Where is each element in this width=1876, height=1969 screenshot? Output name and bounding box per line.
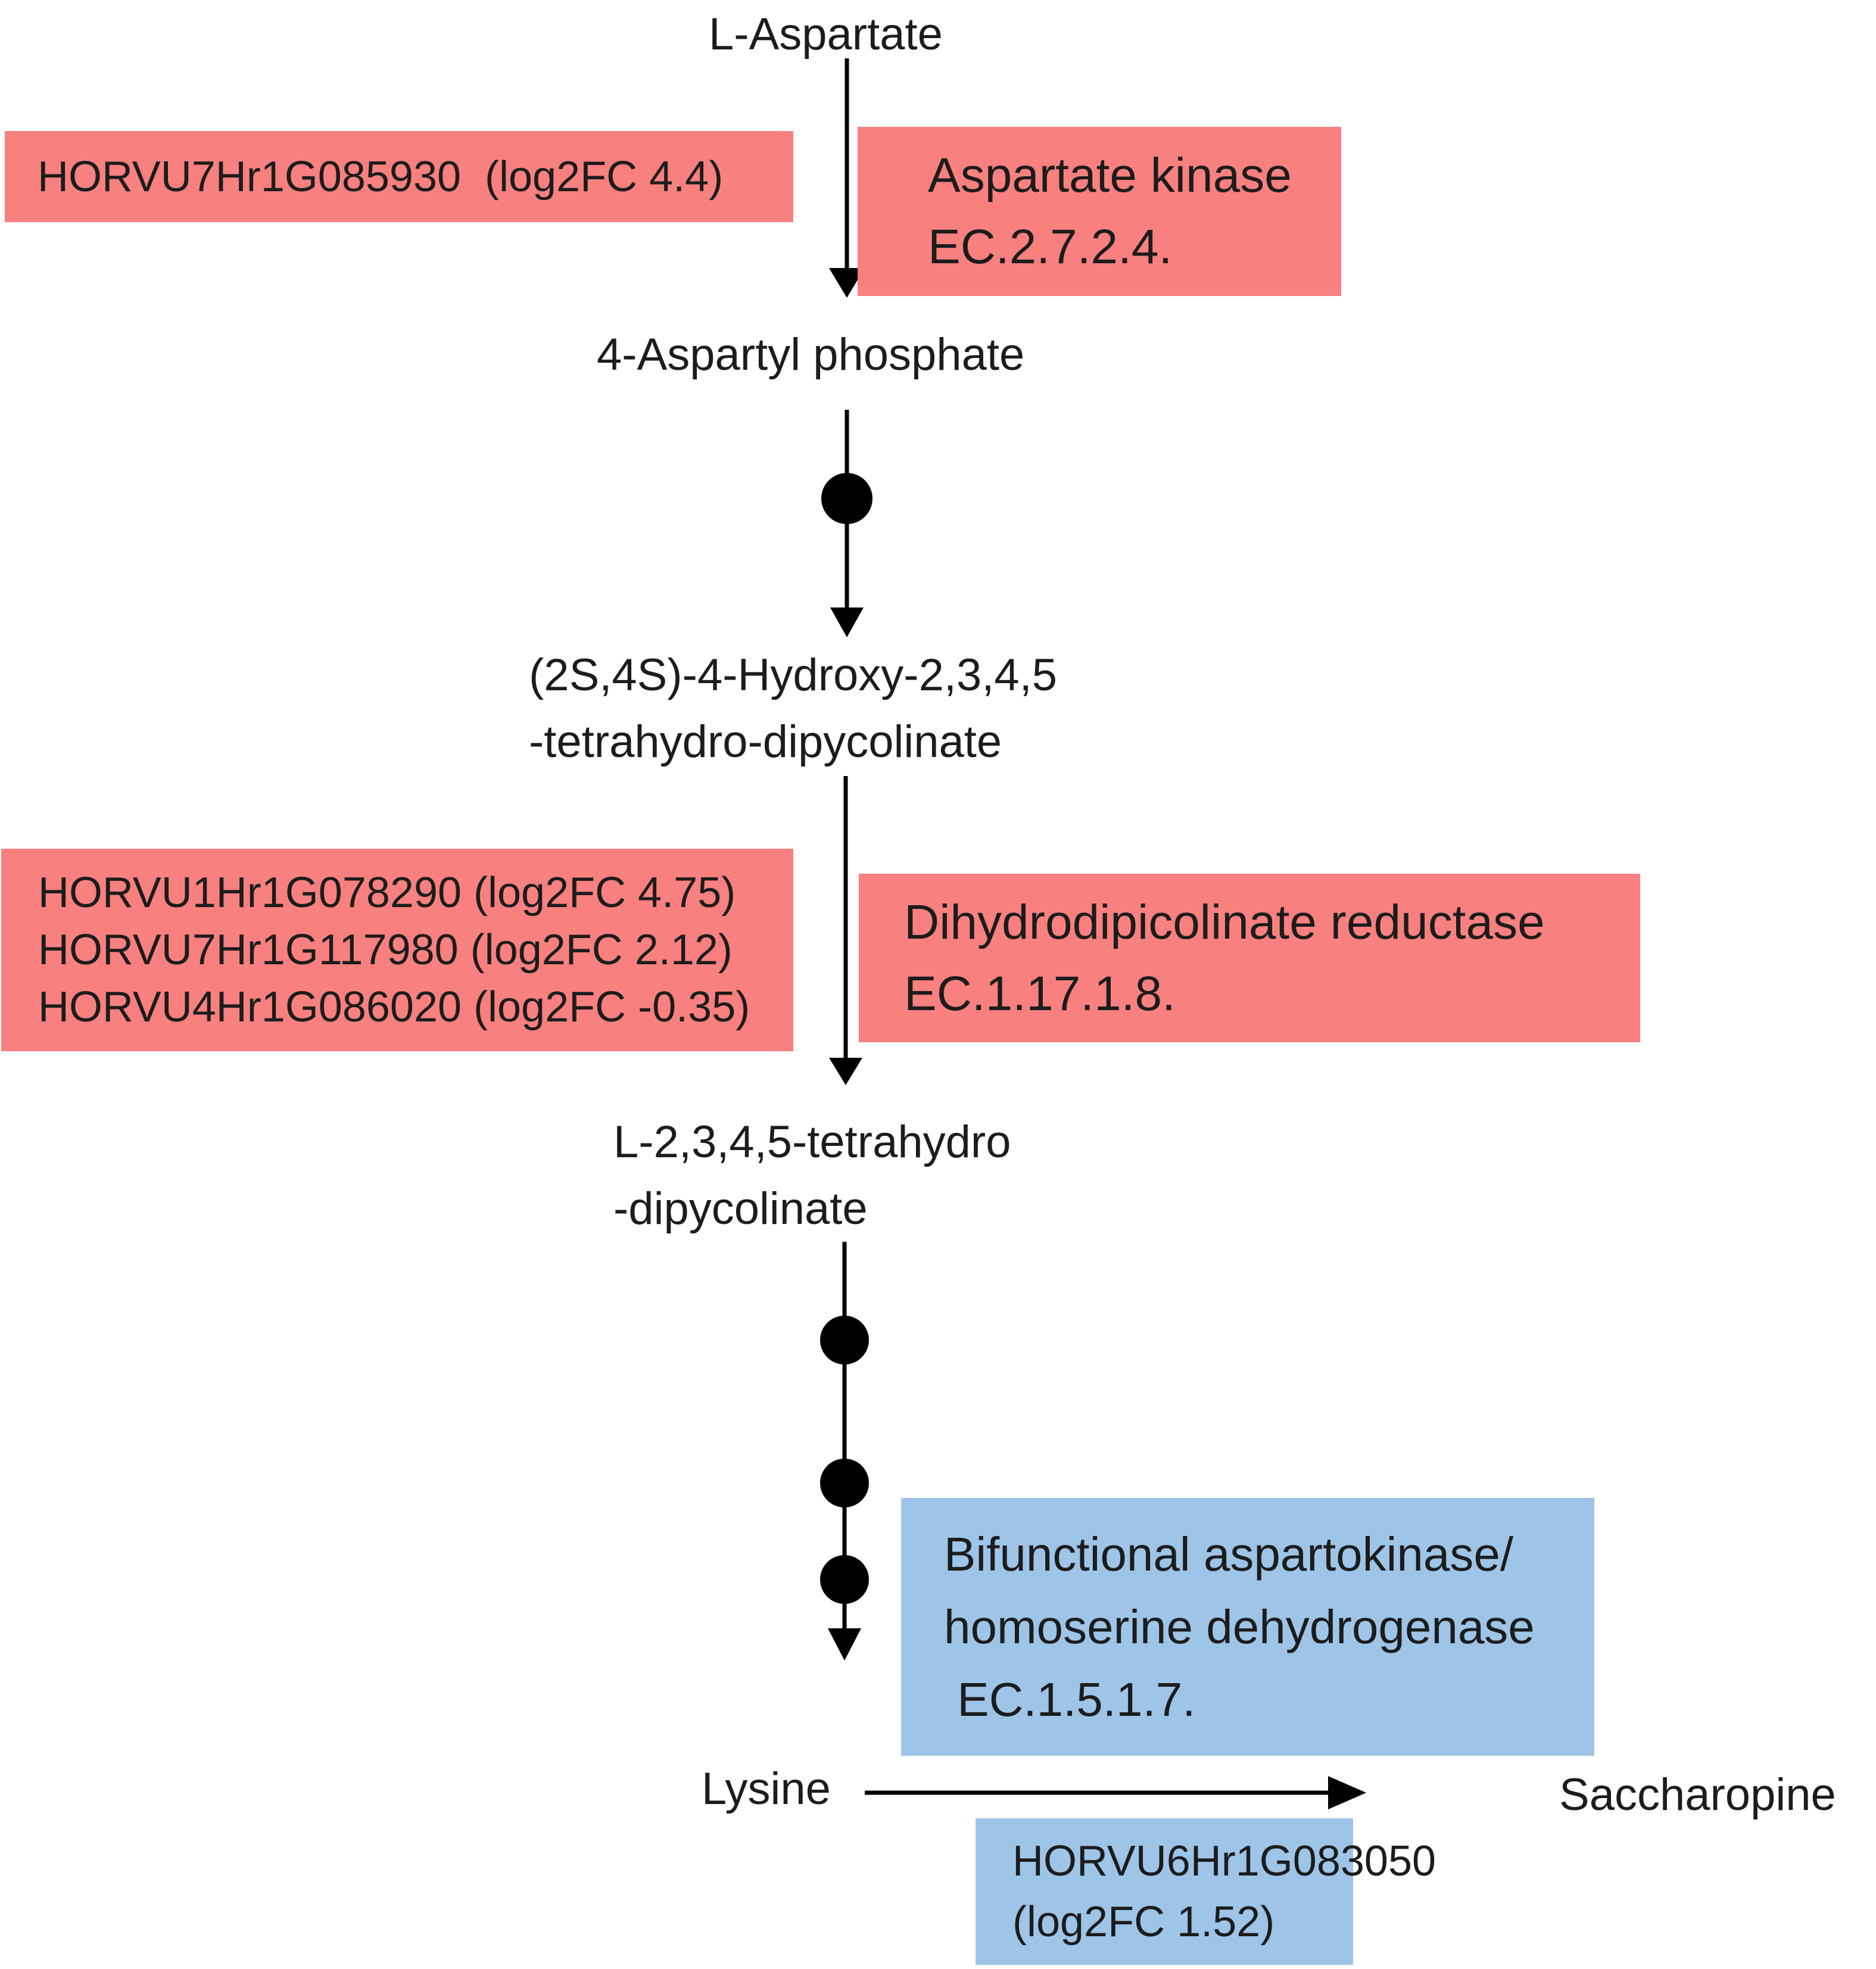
metabolite-line: -tetrahydro-dipycolinate [529, 716, 1002, 767]
arrow-aspartate-to-aspartylphosphate [829, 58, 865, 298]
gene-entry: (log2FC 1.52) [1012, 1898, 1275, 1946]
gene-entry: HORVU7Hr1G085930 (log2FC 4.4) [38, 152, 724, 201]
enzyme-ec-number: EC.1.5.1.7. [944, 1672, 1196, 1726]
arrow-lthdp-to-lysine [820, 1242, 869, 1660]
arrow-aspartylphosphate-to-hydroxythdp [821, 410, 872, 637]
arrow-hydroxythdp-to-lthdp [829, 776, 862, 1085]
enzyme-box-bifunctional-aspartokinase: Bifunctional aspartokinase/ homoserine d… [901, 1498, 1594, 1756]
metabolite-lysine: Lysine [702, 1764, 831, 1814]
step-dot [820, 1316, 869, 1364]
enzyme-box-dihydrodipicolinate-reductase: Dihydrodipicolinate reductase EC.1.17.1.… [859, 874, 1640, 1042]
gene-box-dihydrodipicolinate-reductase: HORVU1Hr1G078290 (log2FC 4.75) HORVU7Hr1… [1, 849, 793, 1051]
metabolite-saccharopine: Saccharopine [1559, 1769, 1836, 1820]
metabolite-hydroxy-tetrahydro-dipycolinate: (2S,4S)-4-Hydroxy-2,3,4,5 -tetrahydro-di… [529, 642, 1057, 775]
enzyme-name: Bifunctional aspartokinase/ [944, 1527, 1514, 1581]
step-dot [820, 1459, 869, 1507]
metabolite-line: L-2,3,4,5-tetrahydro [613, 1117, 1011, 1167]
gene-box-lysine-saccharopine: HORVU6Hr1G083050 (log2FC 1.52) [976, 1818, 1436, 1965]
gene-entry: HORVU7Hr1G117980 (log2FC 2.12) [38, 926, 733, 974]
step-dot [821, 473, 872, 524]
gene-box-aspartate-kinase: HORVU7Hr1G085930 (log2FC 4.4) [5, 131, 793, 222]
metabolite-4-aspartyl-phosphate: 4-Aspartyl phosphate [597, 329, 1025, 380]
gene-entry: HORVU6Hr1G083050 [1012, 1837, 1436, 1885]
arrow-lysine-to-saccharopine [865, 1776, 1366, 1809]
enzyme-name: homoserine dehydrogenase [944, 1600, 1535, 1653]
gene-entry: HORVU4Hr1G086020 (log2FC -0.35) [38, 983, 750, 1031]
metabolite-l-tetrahydro-dipycolinate: L-2,3,4,5-tetrahydro -dipycolinate [613, 1109, 1011, 1242]
metabolite-line: (2S,4S)-4-Hydroxy-2,3,4,5 [529, 650, 1057, 700]
metabolite-line: -dipycolinate [613, 1183, 868, 1234]
enzyme-name: Dihydrodipicolinate reductase [904, 895, 1545, 949]
enzyme-box-aspartate-kinase: Aspartate kinase EC.2.7.2.4. [858, 127, 1341, 296]
enzyme-ec-number: EC.2.7.2.4. [928, 220, 1173, 274]
step-dot [820, 1555, 869, 1604]
gene-entry: HORVU1Hr1G078290 (log2FC 4.75) [38, 869, 736, 917]
enzyme-ec-number: EC.1.17.1.8. [904, 966, 1176, 1021]
enzyme-name: Aspartate kinase [928, 148, 1292, 202]
metabolite-l-aspartate: L-Aspartate [709, 9, 943, 60]
